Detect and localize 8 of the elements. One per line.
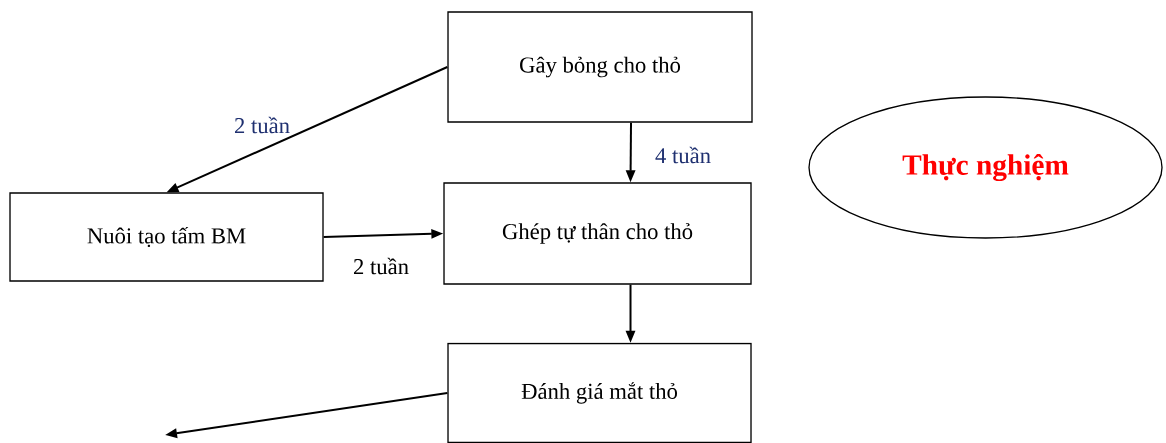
edge-label: 2 tuần bbox=[351, 256, 411, 276]
process-box: Ghép tự thân cho thỏ bbox=[443, 182, 752, 285]
process-box: Gây bỏng cho thỏ bbox=[447, 11, 753, 123]
process-box: Nuôi tạo tấm BM bbox=[9, 192, 324, 282]
edge-label: 4 tuần bbox=[653, 145, 713, 165]
process-box: Đánh giá mắt thỏ bbox=[447, 342, 752, 443]
ellipse-node: Thực nghiệm bbox=[808, 96, 1163, 239]
edge-label: 2 tuần bbox=[232, 115, 292, 135]
